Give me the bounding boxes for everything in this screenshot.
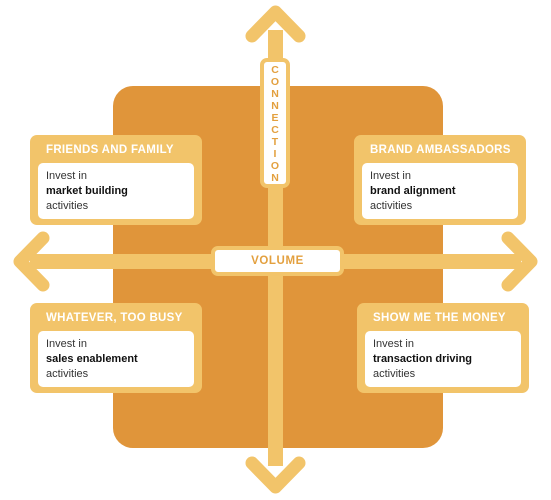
quadrant-card: Invest in sales enablement activities [38,331,194,387]
quadrant-text-line: activities [46,200,89,212]
quadrant-emphasis: transaction driving [373,353,473,365]
axis-letter: E [271,112,279,124]
axis-letter: T [271,136,279,148]
arrow-left-head [13,231,50,292]
quadrant-title: WHATEVER, TOO BUSY [46,312,183,324]
quadrant-title: SHOW ME THE MONEY [373,312,506,324]
quadrant-friends-and-family: FRIENDS AND FAMILY Invest in market buil… [30,135,202,225]
axis-letter: N [271,100,279,112]
quadrant-text-line: activities [46,368,89,380]
axis-letter: O [270,76,280,88]
quadrant-title: FRIENDS AND FAMILY [46,144,174,156]
axis-letter: O [270,160,280,172]
quadrant-text-line: Invest in [46,338,87,350]
quadrant-title: BRAND AMBASSADORS [370,144,511,156]
arrow-down-head [245,456,306,494]
quadrant-emphasis: sales enablement [46,353,138,365]
quadrant-card: Invest in transaction driving activities [365,331,521,387]
axis-letter: I [273,148,277,160]
connection-axis-label: C O N N E C T I O N [260,58,290,188]
quadrant-card: Invest in brand alignment activities [362,163,518,219]
axis-letter: N [271,88,279,100]
arrow-up-head [245,5,306,43]
quadrant-text-line: Invest in [370,170,411,182]
volume-axis-label: VOLUME [211,246,344,276]
quadrant-show-me-the-money: SHOW ME THE MONEY Invest in transaction … [357,303,529,393]
quadrant-emphasis: market building [46,185,128,197]
axis-letter: N [271,172,279,184]
quadrant-emphasis: brand alignment [370,185,456,197]
axis-letter: C [271,124,279,136]
arrow-right-head [501,231,538,292]
quadrant-whatever-too-busy: WHATEVER, TOO BUSY Invest in sales enabl… [30,303,202,393]
quadrant-brand-ambassadors: BRAND AMBASSADORS Invest in brand alignm… [354,135,526,225]
quadrant-text-line: activities [370,200,413,212]
quadrant-text-line: Invest in [46,170,87,182]
quadrant-text-line: activities [373,368,416,380]
axis-letter: C [271,64,279,76]
quadrant-card: Invest in market building activities [38,163,194,219]
quadrant-text-line: Invest in [373,338,414,350]
